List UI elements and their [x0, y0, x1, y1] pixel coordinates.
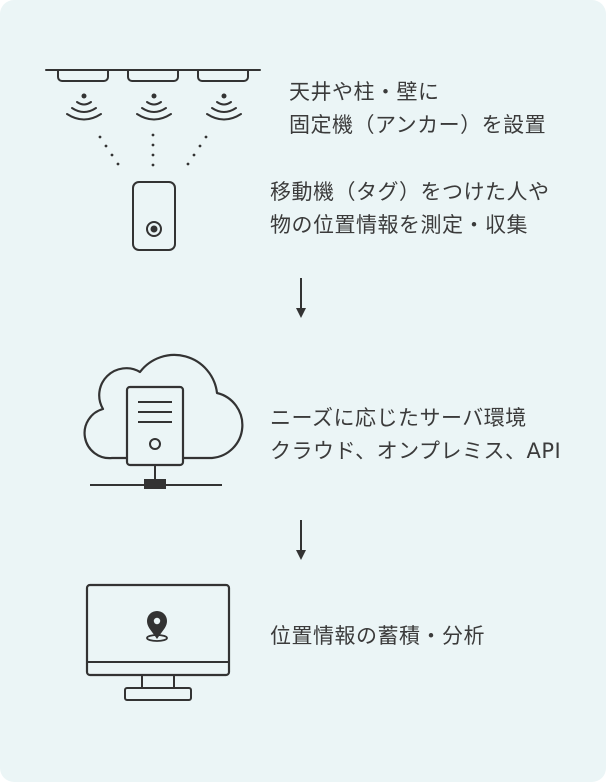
step2-line2: 物の位置情報を測定・収集: [270, 213, 528, 237]
dotted-signal-lines: [98, 133, 208, 167]
step2-text: 移動機（タグ）をつけた人や 物の位置情報を測定・収集: [270, 176, 550, 242]
anchor-3: [197, 70, 249, 82]
step1-line2: 固定機（アンカー）を設置: [289, 113, 547, 137]
anchor-1: [57, 70, 109, 82]
anchor-2: [127, 70, 179, 82]
step3-line1: ニーズに応じたサーバ環境: [270, 406, 527, 430]
step3-line2: クラウド、オンプレミス、API: [270, 439, 562, 463]
step1-text: 天井や柱・壁に 固定機（アンカー）を設置: [289, 76, 546, 142]
signal-waves: [66, 93, 242, 121]
step3-text: ニーズに応じたサーバ環境 クラウド、オンプレミス、API: [270, 402, 561, 468]
step4-text: 位置情報の蓄積・分析: [270, 620, 485, 653]
step4-line1: 位置情報の蓄積・分析: [270, 624, 485, 648]
step1-line1: 天井や柱・壁に: [289, 80, 440, 104]
step2-line1: 移動機（タグ）をつけた人や: [270, 180, 550, 204]
